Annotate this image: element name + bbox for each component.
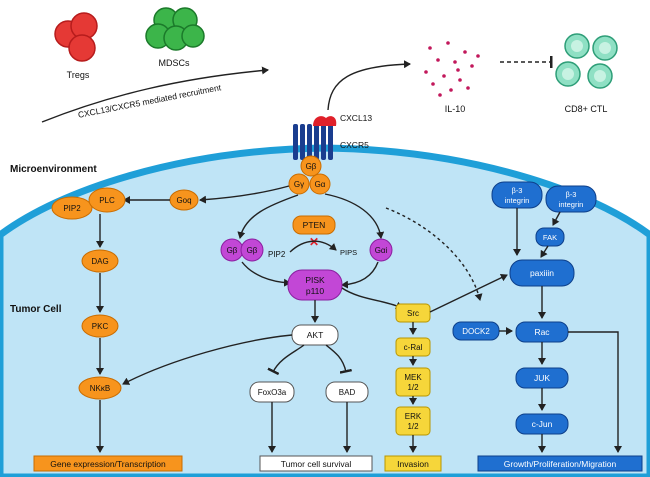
- arrow-g-to-gai: [324, 193, 385, 239]
- tumor-survival-box: [259, 455, 373, 472]
- ctl-nuclei: [562, 40, 611, 82]
- gy-label: Gγ: [294, 180, 304, 189]
- arrow-integrin2-to-fak: [552, 211, 561, 226]
- pip2-mid-label: PIP2: [268, 250, 286, 259]
- ctl-cluster: [555, 33, 618, 89]
- arrow-g-to-dock2-dashed: [385, 207, 483, 301]
- inhibit-akt-foxo3a: [267, 344, 305, 376]
- arrow-g-to-goq: [199, 185, 290, 204]
- akt-label: AKT: [307, 330, 324, 340]
- ctl-label: CD8+ CTL: [565, 104, 608, 114]
- tumor-survival-label: Tumor cell survival: [281, 459, 352, 469]
- src-label: Src: [407, 309, 419, 318]
- arrow-akt-to-nfkb: [122, 334, 293, 385]
- cjun-label: c-Jun: [532, 419, 553, 429]
- erk-label-1: ERK: [405, 412, 422, 421]
- mek-label-1: MEK: [404, 373, 422, 382]
- gbeta-label-2: Gβ: [247, 246, 258, 255]
- fak-node: [535, 227, 565, 247]
- gai-node: [369, 238, 393, 262]
- gbeta-label-1: Gβ: [227, 246, 238, 255]
- arrow-gai-to-pi3k: [341, 261, 379, 289]
- pkc-label: PKC: [92, 322, 109, 331]
- dag-node: [81, 249, 119, 273]
- integrin-2-label-1: β-3: [566, 190, 577, 199]
- tregs-cluster: [54, 12, 98, 62]
- goq-label: Goq: [176, 196, 191, 205]
- arrow-gbeta-to-pi3k: [241, 261, 291, 287]
- cxcl13-label: CXCL13: [340, 113, 372, 123]
- cxcr5-receptor: [293, 124, 333, 160]
- inhibit-akt-bad: [325, 344, 352, 374]
- recruitment-arrow: [41, 66, 269, 123]
- arrow-pip2-to-pip3: [289, 240, 337, 253]
- pip2-left-node: [51, 196, 93, 220]
- cxcr5-label: CXCR5: [340, 140, 369, 150]
- growth-label: Growth/Proliferation/Migration: [504, 459, 617, 469]
- il10-dots: [424, 41, 480, 97]
- gai-label: Gαi: [375, 246, 388, 255]
- pkc-node: [81, 314, 119, 338]
- bad-label: BAD: [339, 388, 356, 397]
- ga-label: Gα: [315, 180, 326, 189]
- foxo3a-label: FoxO3a: [258, 388, 287, 397]
- tregs-label: Tregs: [67, 70, 90, 80]
- growth-box: [477, 455, 643, 472]
- mek-label-2: 1/2: [407, 383, 419, 392]
- nfkb-node: [78, 376, 122, 400]
- plc-node: [88, 187, 126, 213]
- dag-label: DAG: [91, 257, 108, 266]
- il10-label: IL-10: [445, 104, 466, 114]
- jnk-label: JUK: [534, 373, 550, 383]
- pip2-left-label: PIP2: [63, 204, 81, 213]
- erk-label-2: 1/2: [407, 422, 419, 431]
- plc-label: PLC: [99, 196, 115, 205]
- integrin-2-label-2: integrin: [559, 200, 584, 209]
- pi3k-label-1: PISK: [305, 275, 325, 285]
- mdscs-label: MDSCs: [159, 58, 190, 68]
- dock2-label: DOCK2: [462, 327, 490, 336]
- integrin-1-label-1: β-3: [512, 186, 523, 195]
- arrow-rac-to-growth: [568, 331, 622, 453]
- craf-label: c-Ral: [404, 343, 423, 352]
- mdscs-cluster: [145, 7, 205, 51]
- nfkb-label: NKκB: [90, 384, 110, 393]
- pten-label: PTEN: [303, 220, 326, 230]
- cxcl13-ligand: [313, 116, 337, 126]
- gene-expression-box: [33, 455, 183, 472]
- gbeta-node-2: [240, 238, 264, 262]
- pi3k-label-2: p110: [306, 286, 325, 296]
- invasion-label: Invasion: [397, 459, 429, 469]
- microenvironment-label: Microenvironment: [10, 164, 97, 175]
- integrin-1-label-2: integrin: [505, 196, 530, 205]
- pten-inhibit-x: ✕: [309, 235, 319, 249]
- tumor-cell-label: Tumor Cell: [10, 304, 62, 315]
- gb-top-label: Gβ: [306, 162, 317, 171]
- pten-node: [292, 215, 336, 235]
- g-protein-trimer: [288, 155, 331, 195]
- fak-label: FAK: [543, 233, 557, 242]
- paxillin-label: paxiiin: [530, 268, 554, 278]
- arrow-fak-to-paxillin: [540, 245, 549, 258]
- il10-arrow: [327, 60, 411, 111]
- arrow-g-to-gbeta: [237, 194, 299, 239]
- pip3-label: PIPS: [340, 248, 357, 257]
- gene-expression-label: Gene expression/Transcription: [50, 459, 166, 469]
- arrow-src-to-paxillin: [429, 273, 508, 313]
- rac-label: Rac: [534, 327, 550, 337]
- integrin-node-2: [545, 185, 597, 213]
- invasion-box: [384, 455, 442, 472]
